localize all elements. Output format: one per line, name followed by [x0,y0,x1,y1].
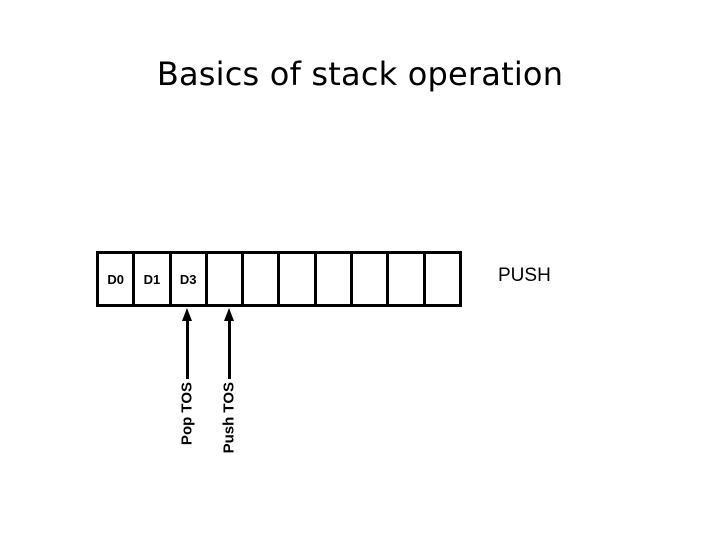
stack-cell [389,254,426,304]
stack-cell [280,254,317,304]
page-title: Basics of stack operation [156,55,564,93]
stack-cell [316,254,354,304]
arrow-shaft [186,317,189,379]
push-tos-label: Push TOS [220,382,238,454]
stack-cell [353,254,390,304]
stack-cell: D1 [135,254,172,304]
stack-cell [425,254,459,304]
stack-cell [207,254,245,304]
pop-tos-label: Pop TOS [178,382,196,446]
arrow-shaft [228,317,231,379]
stack-cell: D3 [171,254,208,304]
stack-cell [244,254,281,304]
stack-cell: D0 [99,254,136,304]
stack-cell-row: D0 D1 D3 [96,251,462,307]
arrow-head-icon [182,308,192,321]
stack-diagram: D0 D1 D3 [96,251,462,307]
arrow-head-icon [224,308,234,321]
operation-caption: PUSH [498,265,551,286]
